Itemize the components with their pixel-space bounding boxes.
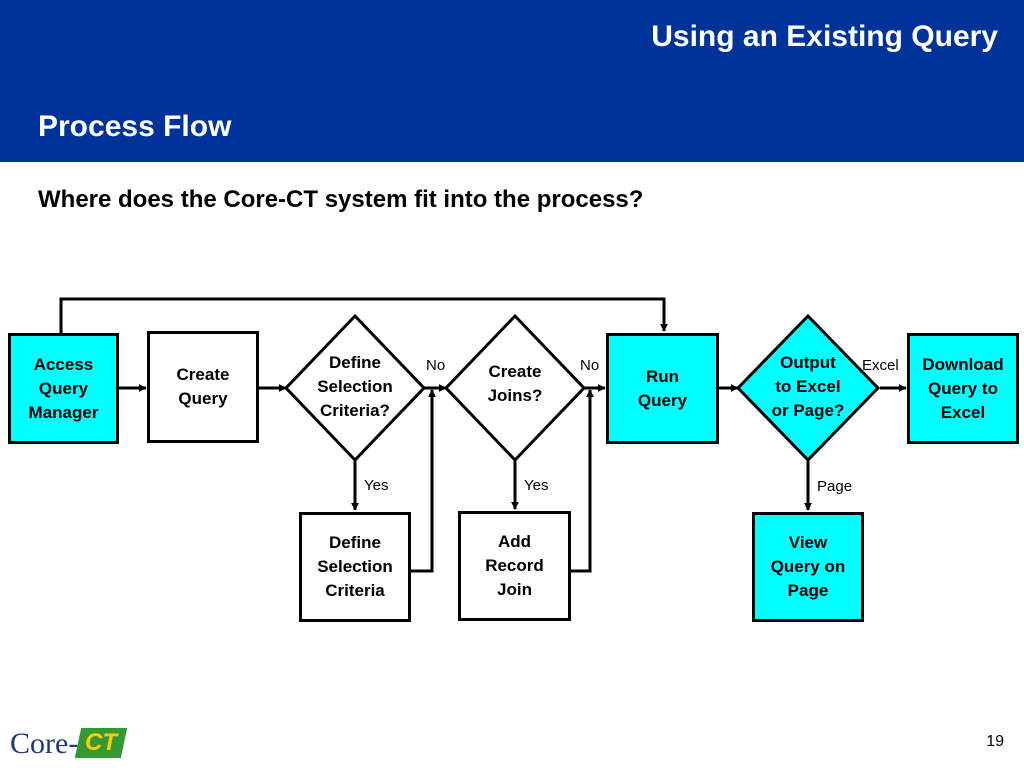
logo-text-core: Core- [10,727,79,760]
section-title: Process Flow [38,110,232,143]
page-number: 19 [986,733,1004,750]
edge-label-yes: Yes [364,477,389,494]
arrow-define-criteria-return [411,389,436,573]
slide-title: Using an Existing Query [651,20,998,53]
diamond-output [735,313,881,463]
diamond-define-selection [283,313,427,463]
node-output-decision: Output to Excel or Page? [771,353,845,420]
core-ct-logo: Core- CT [10,726,130,762]
edge-label-no: No [580,357,600,374]
edge-label-page: Page [817,478,853,495]
arrow-access-to-run [59,297,668,333]
edge-label-no: No [426,357,446,374]
node-run-query: Run Query [606,333,719,444]
node-define-selection-decision: Define Selection Criteria? [317,353,393,420]
node-create-query: Create Query [147,331,259,443]
node-download-query-to-excel: Download Query to Excel [907,333,1019,444]
node-add-record-join: Add Record Join [458,511,571,621]
header-bar: Using an Existing Query Process Flow [0,0,1024,162]
logo-ct-badge: CT [74,728,128,758]
node-create-joins-decision: Create Joins? [487,362,543,405]
node-access-query-manager: Access Query Manager [8,333,119,444]
arrow-record-join-return [571,389,594,573]
edge-label-excel: Excel [862,357,899,374]
edge-label-yes: Yes [524,477,549,494]
logo-text-ct: CT [85,729,117,756]
slide-subtitle: Where does the Core-CT system fit into t… [38,186,644,213]
node-define-selection-criteria: Define Selection Criteria [299,512,411,622]
diamond-create-joins [443,313,587,463]
node-view-query-on-page: View Query on Page [752,512,864,622]
